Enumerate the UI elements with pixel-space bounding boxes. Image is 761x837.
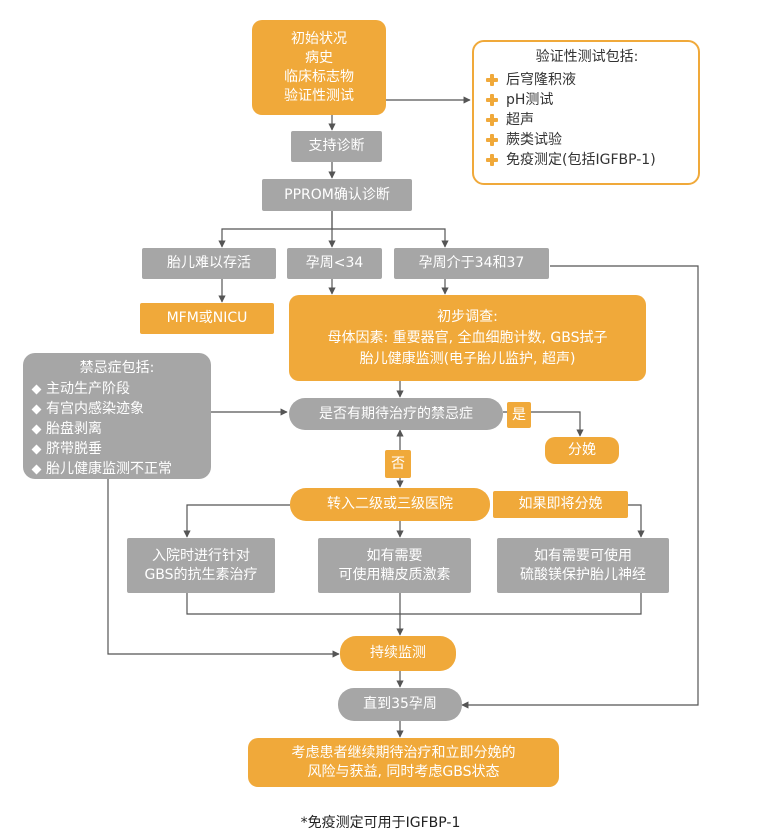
arrow-to-34-37 [332,228,449,248]
magnesium-line: 硫酸镁保护胎儿神经 [520,566,646,583]
initial-exam-line: 母体因素: 重要器官, 全血细胞计数, GBS拭子 [327,329,608,346]
contraindication-panel-title: 禁忌症包括: [79,360,155,376]
gbs-antibiotics-node: 入院时进行针对 GBS的抗生素治疗 [127,538,275,593]
branch-lt34: 孕周<34 [287,248,382,279]
if-delivery-imminent-label: 如果即将分娩 [493,491,628,518]
branch-nonviable: 胎儿难以存活 [142,248,276,279]
arrow-to-nonviable [218,211,333,248]
final-line: 考虑患者继续期待治疗和立即分娩的 [291,744,516,761]
steroids-line: 如有需要 [366,547,423,564]
magnesium-line: 如有需要可使用 [534,547,632,564]
arrow-to-gbs-antibiotics [183,504,290,538]
continuous-monitoring-node: 持续监测 [340,636,456,671]
branch-34-37: 孕周介于34和37 [394,248,549,279]
delivery-node: 分娩 [545,437,619,464]
gbs-line: 入院时进行针对 [152,547,250,564]
verification-item: 免疫测定(包括IGFBP-1) [486,150,688,170]
verification-item: pH测试 [486,90,688,110]
contraindication-item: 胎儿健康监测不正常 [31,459,201,479]
until-35-weeks-node: 直到35孕周 [338,688,462,721]
footnote: *免疫测定可用于IGFBP-1 [300,815,461,831]
initial-line: 病史 [305,49,333,66]
diamond-bullet-icon [31,464,42,474]
pprom-confirm-node: PPROM确认诊断 [262,179,412,211]
diamond-bullet-icon [31,384,42,394]
diamond-bullet-icon [31,404,42,414]
no-label: 否 [385,450,411,478]
diamond-bullet-icon [31,424,42,434]
initial-line: 验证性测试 [284,87,354,104]
steroids-line: 可使用糖皮质激素 [338,566,451,583]
initial-exam-line: 初步调查: [437,308,498,325]
magnesium-node: 如有需要可使用 硫酸镁保护胎儿神经 [497,538,669,593]
arrow-to-magnesium [628,504,645,538]
initial-line: 临床标志物 [284,68,354,85]
diamond-bullet-icon [31,444,42,454]
contraindication-item: 主动生产阶段 [31,379,201,399]
verification-item: 蕨类试验 [486,130,688,150]
arrow-34-37-to-until35 [461,265,699,709]
verification-panel-title: 验证性测试包括: [535,49,639,65]
plus-icon [486,94,498,106]
initial-exam-line: 胎儿健康监测(电子胎儿监护, 超声) [359,350,576,367]
transfer-node: 转入二级或三级医院 [290,488,490,521]
contraindication-panel: 禁忌症包括: 主动生产阶段 有宫内感染迹象 胎盘剥离 脐带脱垂 胎儿健康监测不正… [23,353,211,479]
plus-icon [486,114,498,126]
merge-line [186,593,642,615]
verification-item: 超声 [486,110,688,130]
initial-line: 初始状况 [291,30,347,47]
plus-icon [486,74,498,86]
support-diagnosis-node: 支持诊断 [291,131,382,162]
final-consideration-node: 考虑患者继续期待治疗和立即分娩的 风险与获益, 同时考虑GBS状态 [248,738,559,787]
contraindication-item: 胎盘剥离 [31,419,201,439]
contraindication-item: 脐带脱垂 [31,439,201,459]
plus-icon [486,154,498,166]
arrow-panel-to-monitoring [107,478,340,658]
mfm-nicu-node: MFM或NICU [140,303,274,334]
initial-exam-node: 初步调查: 母体因素: 重要器官, 全血细胞计数, GBS拭子 胎儿健康监测(电… [289,295,646,381]
final-line: 风险与获益, 同时考虑GBS状态 [307,763,500,780]
contraindication-question-node: 是否有期待治疗的禁忌症 [289,398,503,430]
plus-icon [486,134,498,146]
verification-item: 后穹隆积液 [486,70,688,90]
verification-panel: 验证性测试包括: 后穹隆积液 pH测试 超声 蕨类试验 免疫测定(包括IGFBP… [472,40,700,185]
yes-label: 是 [507,402,531,428]
initial-situation-node: 初始状况 病史 临床标志物 验证性测试 [252,20,386,115]
gbs-line: GBS的抗生素治疗 [144,566,258,583]
steroids-node: 如有需要 可使用糖皮质激素 [318,538,471,593]
contraindication-item: 有宫内感染迹象 [31,399,201,419]
